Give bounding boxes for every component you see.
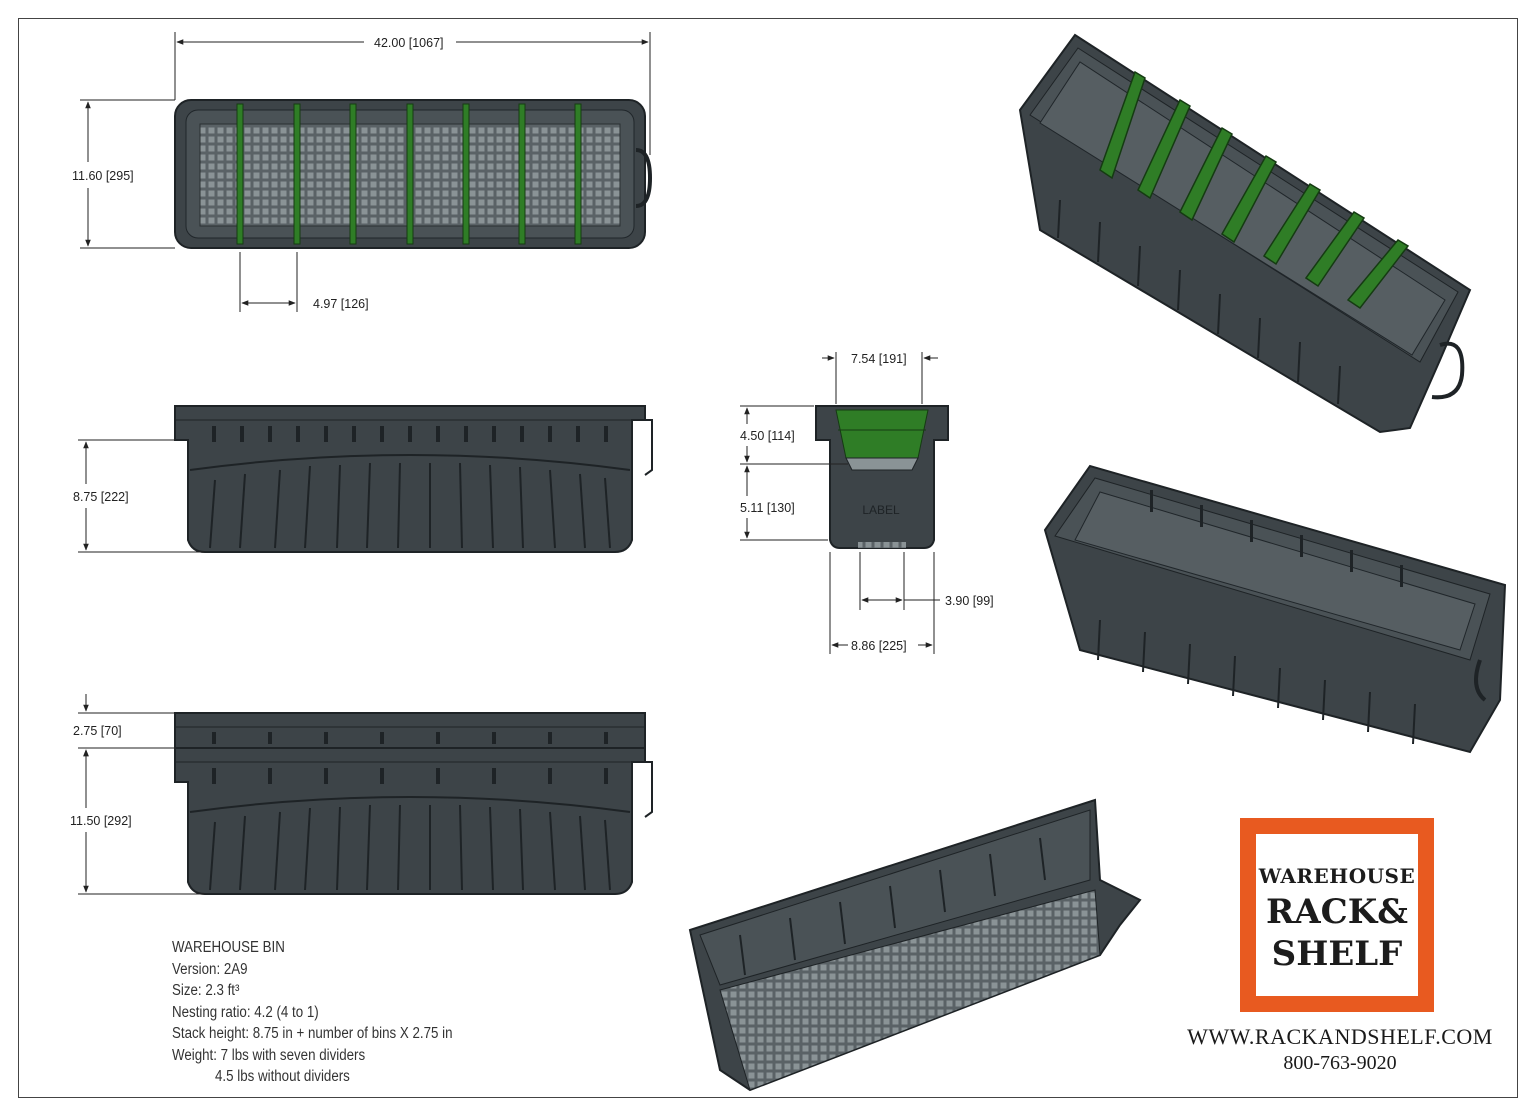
spec-nesting: Nesting ratio: 4.2 (4 to 1) — [172, 1003, 319, 1021]
dim-stack-height: 11.50 [292] — [70, 814, 132, 828]
side-view — [174, 405, 653, 553]
top-view-dividers — [236, 103, 582, 245]
end-view: LABEL — [815, 405, 949, 549]
spec-weight-no-dividers: 4.5 lbs without dividers — [215, 1068, 350, 1085]
spec-version: Version: 2A9 — [172, 960, 248, 978]
dim-overall-width: 11.60 [295] — [72, 169, 134, 183]
spec-title: WAREHOUSE BIN — [172, 939, 285, 956]
dim-side-height: 8.75 [222] — [73, 490, 129, 504]
phone-number: 800-763-9020 — [1283, 1052, 1397, 1074]
dim-divider-spacing: 4.97 [126] — [313, 297, 369, 311]
spec-block: WAREHOUSE BIN Version: 2A9 Size: 2.3 ft³… — [172, 937, 533, 1088]
logo-line-shelf: SHELF — [1271, 934, 1403, 974]
logo-line-rack: RACK& — [1266, 892, 1408, 932]
dim-stack-increment: 2.75 [70] — [73, 724, 122, 738]
spec-weight: Weight: 7 lbs with seven dividers — [172, 1046, 366, 1064]
company-logo: WAREHOUSE RACK& SHELF — [1240, 818, 1434, 1012]
spec-size: Size: 2.3 ft³ — [172, 982, 240, 999]
dim-base-width: 3.90 [99] — [945, 594, 994, 608]
spec-stack: Stack height: 8.75 in + number of bins X… — [172, 1025, 453, 1042]
dim-outer-width: 8.86 [225] — [851, 639, 907, 653]
dim-top-width: 7.54 [191] — [851, 352, 907, 366]
website-url: WWW.RACKANDSHELF.COM — [1187, 1024, 1493, 1049]
iso-view-with-dividers — [1018, 33, 1472, 434]
iso-view-empty — [1043, 464, 1507, 754]
logo-line-warehouse: WAREHOUSE — [1258, 864, 1416, 888]
stacked-view — [174, 712, 653, 895]
end-view-label: LABEL — [862, 503, 900, 517]
dim-lower-height: 5.11 [130] — [740, 501, 795, 515]
dim-overall-length: 42.00 [1067] — [374, 36, 444, 50]
drawing-border — [18, 18, 1518, 1098]
top-view — [174, 99, 653, 249]
iso-view-bottom — [688, 798, 1142, 1092]
dim-upper-height: 4.50 [114] — [740, 429, 795, 443]
